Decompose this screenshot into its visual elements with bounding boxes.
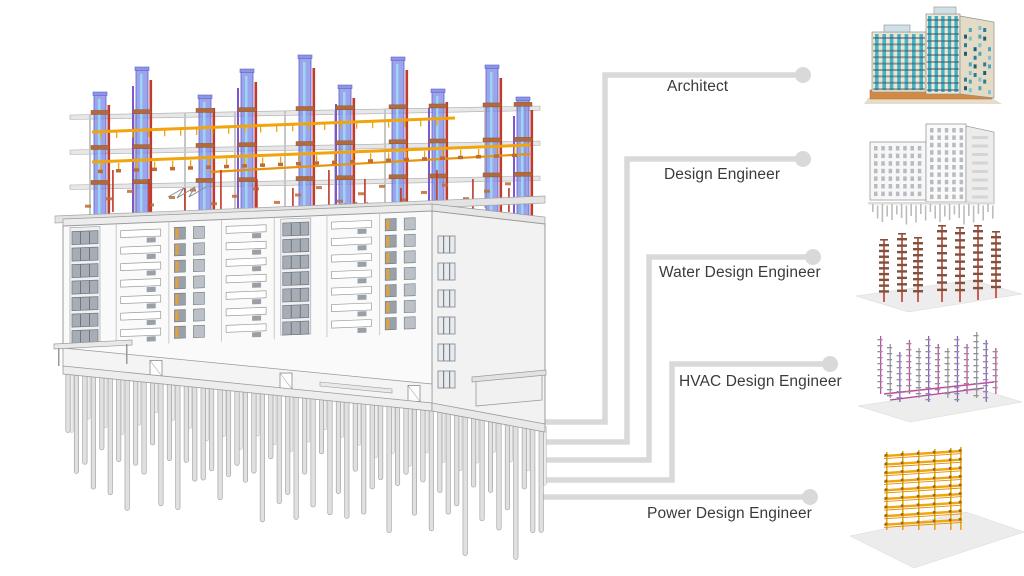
connector-water-dot bbox=[805, 249, 821, 265]
label-hvac-design-engineer: HVAC Design Engineer bbox=[679, 373, 842, 390]
thumbnail-hvac-riser-model bbox=[857, 332, 1023, 423]
thumbnail-architect-model bbox=[864, 6, 1002, 104]
connector-lines bbox=[543, 67, 838, 505]
connector-water-line bbox=[543, 254, 813, 463]
connector-power-dot bbox=[802, 489, 818, 505]
connector-hvac-dot bbox=[822, 356, 838, 372]
connector-architect-line bbox=[543, 72, 803, 425]
label-design-engineer: Design Engineer bbox=[664, 166, 781, 183]
thumbnail-structural-model bbox=[868, 123, 995, 225]
label-architect: Architect bbox=[667, 78, 729, 95]
bim-combined-building-model bbox=[53, 54, 547, 560]
connector-architect-dot bbox=[795, 67, 811, 83]
thumbnail-power-wireframe-model bbox=[849, 447, 1024, 569]
label-power-design-engineer: Power Design Engineer bbox=[647, 505, 812, 522]
connector-design-dot bbox=[795, 151, 811, 167]
thumbnail-water-riser-model bbox=[855, 225, 1023, 313]
label-water-design-engineer: Water Design Engineer bbox=[659, 264, 821, 281]
connector-hvac-line bbox=[543, 361, 830, 483]
connector-design-line bbox=[543, 156, 803, 445]
